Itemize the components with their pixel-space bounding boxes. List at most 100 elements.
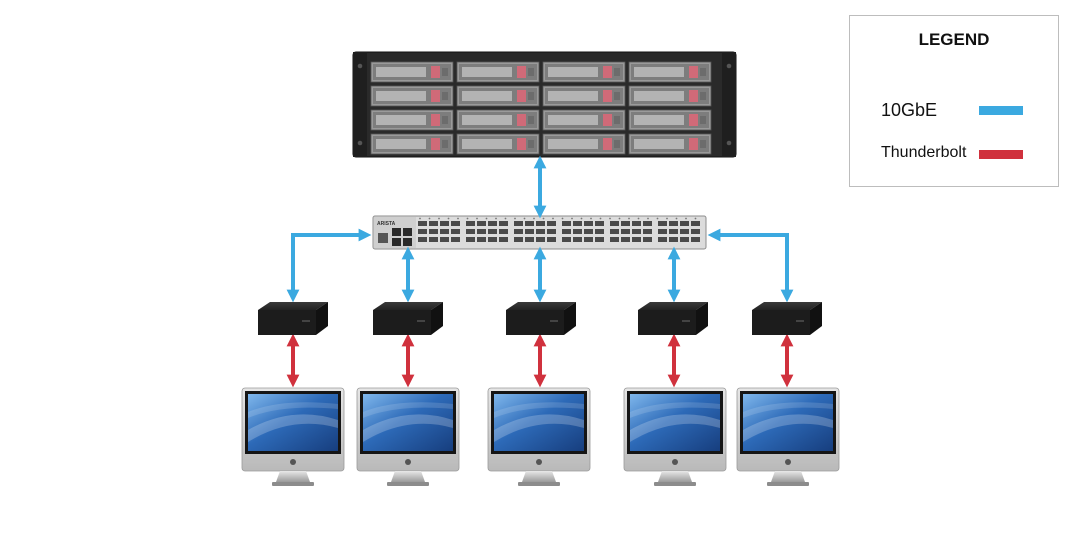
workstations [241, 387, 840, 486]
imac-icon [356, 387, 460, 486]
switch-port [669, 221, 678, 226]
switch-port [418, 237, 427, 242]
switch-port [584, 221, 593, 226]
switch-port [691, 221, 700, 226]
drive-bay [370, 85, 454, 107]
switch-port [440, 229, 449, 234]
switch-port [562, 229, 571, 234]
thunderbolt-adapter-icon [638, 302, 708, 335]
switch-port [643, 237, 652, 242]
switch-port [525, 237, 534, 242]
switch-port [573, 237, 582, 242]
switch-port [669, 237, 678, 242]
imac-icon [736, 387, 840, 486]
switch-port [451, 229, 460, 234]
drive-bay [456, 133, 540, 155]
switch-port [488, 221, 497, 226]
switch-port [514, 229, 523, 234]
legend-label-thunderbolt: Thunderbolt [881, 144, 967, 161]
switch-port [525, 229, 534, 234]
switch-port [477, 221, 486, 226]
switch-port [429, 229, 438, 234]
drive-bay [370, 109, 454, 131]
switch-port [658, 229, 667, 234]
switch-port [632, 237, 641, 242]
drive-bay [542, 61, 626, 83]
drive-bay [456, 61, 540, 83]
drive-bay [542, 133, 626, 155]
switch-port [499, 237, 508, 242]
switch-port [477, 229, 486, 234]
switch-port [440, 237, 449, 242]
switch-port [621, 237, 630, 242]
switch-port [547, 229, 556, 234]
switch-port [610, 229, 619, 234]
drive-bay [628, 61, 712, 83]
switch-port [418, 229, 427, 234]
legend-label-10gbe: 10GbE [881, 100, 938, 120]
switch-port [547, 221, 556, 226]
drive-bay [542, 85, 626, 107]
switch-port [536, 237, 545, 242]
drive-bay [628, 85, 712, 107]
legend-swatch-10gbe [979, 106, 1023, 115]
switch-port [584, 229, 593, 234]
switch-brand-label: ARISTA [377, 221, 396, 227]
switch-port [547, 237, 556, 242]
switch-port [610, 221, 619, 226]
switch-port [451, 221, 460, 226]
rack-server-icon [352, 51, 737, 158]
switch-port [499, 221, 508, 226]
switch-port [514, 237, 523, 242]
switch-port [499, 229, 508, 234]
drive-bay [542, 109, 626, 131]
switch-port [632, 221, 641, 226]
switch-port [680, 237, 689, 242]
legend-swatch-thunderbolt [979, 150, 1023, 159]
imac-icon [623, 387, 727, 486]
thunderbolt-adapter-icon [373, 302, 443, 335]
switch-port [562, 237, 571, 242]
thunderbolt-adapter-icon [506, 302, 576, 335]
switch-port [691, 237, 700, 242]
switch-port [610, 237, 619, 242]
imac-icon [487, 387, 591, 486]
drive-bay [456, 109, 540, 131]
switch-port [621, 221, 630, 226]
switch-port [525, 221, 534, 226]
legend-title: LEGEND [918, 30, 990, 49]
switch-port [573, 221, 582, 226]
imac-icon [241, 387, 345, 486]
thunderbolt-adapter-icon [752, 302, 822, 335]
thunderbolt-adapter-icon [258, 302, 328, 335]
drive-bay [370, 133, 454, 155]
switch-port [466, 237, 475, 242]
switch-ports [418, 217, 700, 242]
switch-port [595, 237, 604, 242]
switch-port [658, 237, 667, 242]
switch-adapter-link [286, 228, 372, 303]
drive-bay [456, 85, 540, 107]
switch-adapter-link [707, 228, 794, 303]
switch-port [643, 221, 652, 226]
switch-port [658, 221, 667, 226]
switch-port [632, 229, 641, 234]
switch-port [488, 229, 497, 234]
drive-bay [628, 109, 712, 131]
switch-port [691, 229, 700, 234]
drive-bay [370, 61, 454, 83]
switch-port [643, 229, 652, 234]
switch-port [477, 237, 486, 242]
switch-port [562, 221, 571, 226]
switch-port [429, 221, 438, 226]
switch-port [669, 229, 678, 234]
switch-port [466, 221, 475, 226]
switch-port [418, 221, 427, 226]
drive-bay [628, 133, 712, 155]
switch-port [621, 229, 630, 234]
drive-bays [370, 61, 712, 155]
switch-port [536, 221, 545, 226]
switch-port [514, 221, 523, 226]
switch-port [536, 229, 545, 234]
thunderbolt-adapters [258, 302, 822, 335]
